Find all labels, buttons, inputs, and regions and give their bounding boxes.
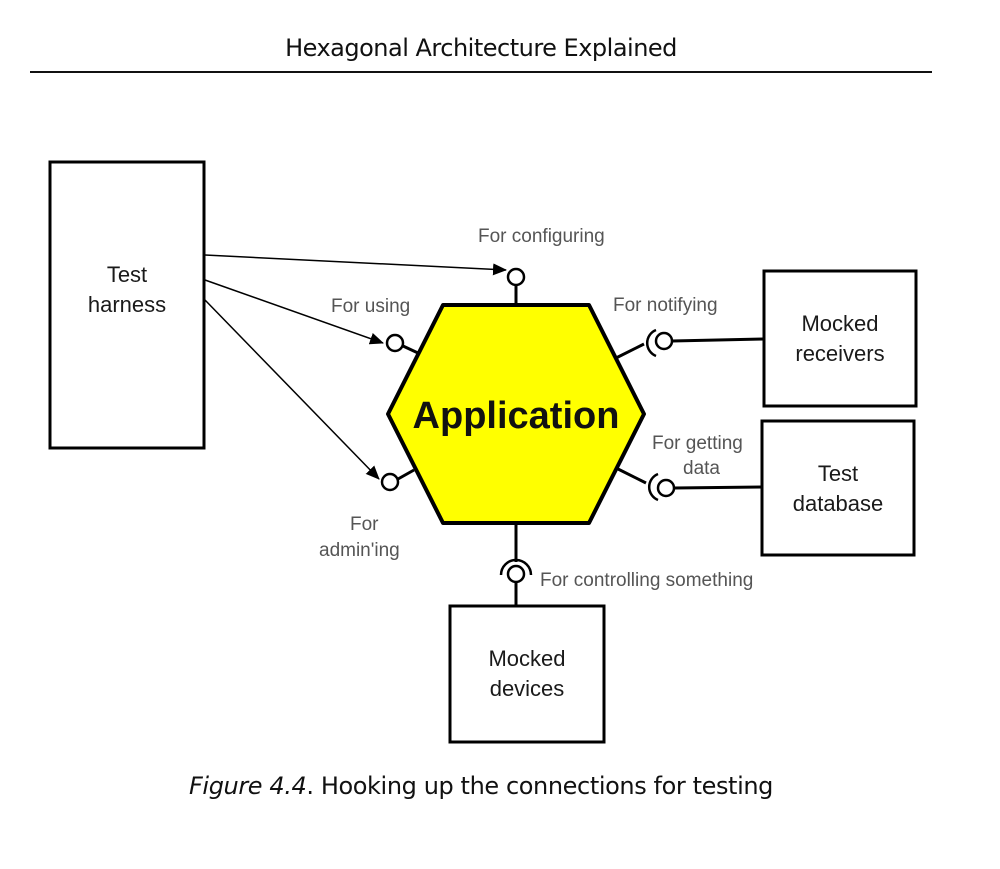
arrow-to-using [204, 279, 384, 345]
mocked-receivers-label-line1: Mocked [801, 311, 878, 336]
application-hexagon: Application [386, 303, 646, 525]
port-label-controlling: For controlling something [540, 570, 753, 591]
required-port-socket-icon [499, 558, 533, 576]
page-header-title: Hexagonal Architecture Explained [285, 34, 677, 62]
test-database-label-line1: Test [818, 461, 858, 486]
port-label-using: For using [331, 296, 410, 317]
port-admining: For admin'ing [319, 468, 415, 561]
provided-port-icon [385, 333, 405, 353]
port-label-getting-data-line2: data [683, 458, 720, 479]
test-harness-box: Test harness [48, 160, 206, 450]
port-circle-icon [506, 564, 526, 584]
port-circle-icon [654, 331, 674, 351]
figure-reference: Figure 4.4 [189, 772, 307, 800]
required-port-socket-icon [648, 472, 659, 502]
port-circle-icon [656, 478, 676, 498]
figure-caption-text: . Hooking up the connections for testing [306, 772, 773, 800]
port-label-notifying: For notifying [613, 295, 718, 316]
port-label-getting-data-line1: For getting [652, 433, 743, 454]
port-label-admining-line2: admin'ing [319, 540, 400, 561]
provided-port-icon [506, 267, 526, 287]
test-database-box: Test database [760, 419, 916, 557]
mocked-receivers-box: Mocked receivers [762, 269, 918, 408]
test-harness-label-line1: Test [107, 262, 147, 287]
required-port-socket-icon [646, 328, 657, 358]
port-label-admining-line1: For [350, 514, 379, 535]
mocked-devices-label-line2: devices [490, 676, 565, 701]
arrow-to-configuring [204, 254, 507, 276]
port-getting-data: For getting data [617, 433, 763, 502]
test-harness-label-line2: harness [88, 292, 166, 317]
mocked-receivers-label-line2: receivers [795, 341, 884, 366]
application-label: Application [413, 395, 620, 437]
port-label-configuring: For configuring [478, 226, 605, 247]
provided-port-icon [380, 472, 400, 492]
mocked-devices-box: Mocked devices [448, 604, 606, 744]
figure-caption: Figure 4.4. Hooking up the connections f… [0, 772, 962, 800]
port-notifying: For notifying [613, 295, 765, 360]
mocked-devices-label-line1: Mocked [488, 646, 565, 671]
port-controlling: For controlling something [499, 523, 753, 605]
header-divider [30, 71, 932, 73]
port-configuring: For configuring [478, 226, 605, 305]
port-using: For using [331, 296, 419, 355]
arrow-to-admining [204, 299, 380, 480]
test-database-label-line2: database [793, 491, 884, 516]
